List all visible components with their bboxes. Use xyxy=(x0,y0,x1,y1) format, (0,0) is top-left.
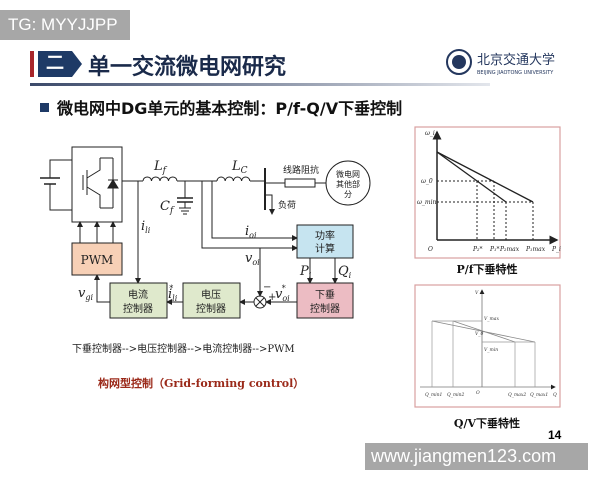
label-lf: Lf xyxy=(153,159,168,176)
title-accent-bar xyxy=(30,51,34,77)
header-divider xyxy=(30,83,490,86)
watermark-bottom: www.jiangmen123.com xyxy=(365,443,588,470)
inductor-lc-icon xyxy=(216,176,251,182)
load-arrow xyxy=(265,194,275,215)
droop-label-2: 控制器 xyxy=(310,302,340,315)
qv-droop-line-2 xyxy=(452,320,516,343)
circuit-diagram xyxy=(40,146,371,319)
qv-vmin-label: V_min xyxy=(484,347,498,353)
droop-controller-block xyxy=(296,282,354,319)
pf-chart-caption: P/f下垂特性 xyxy=(456,262,517,276)
label-cf: Cf xyxy=(160,199,175,216)
slide-subtitle: 微电网中DG单元的基本控制：P/f-Q/V下垂控制 xyxy=(40,95,402,119)
qv-droop-chart: V V_max V_0 V_min Q_min1 Q_min2 O Q_max2… xyxy=(414,284,561,430)
label-pi: Pi xyxy=(299,264,312,280)
pf-droop-chart: ω_i ω_0 ω_min O P₂* P₁* P₂max P₁max P_i … xyxy=(414,126,561,276)
label-load: 负荷 xyxy=(278,199,296,211)
label-plus: + xyxy=(268,292,276,303)
label-voi-ref: voi* xyxy=(275,284,290,303)
voltage-ctrl-label-1: 电压 xyxy=(201,288,221,301)
grid-text-2: 其他部 xyxy=(336,179,360,189)
igbt-icon xyxy=(82,157,119,209)
label-ili: ili xyxy=(141,219,151,235)
qv-x-tick-qmax2: Q_max2 xyxy=(508,392,526,398)
qv-x-label: Q xyxy=(553,392,557,398)
label-lc: LC xyxy=(231,159,248,176)
power-calc-label-2: 计算 xyxy=(315,242,335,255)
label-ili-ref: ili* xyxy=(168,284,178,303)
rest-of-microgrid xyxy=(325,160,371,206)
pf-wmin-label: ω_min xyxy=(417,199,437,206)
pf-x-tick-o: O xyxy=(428,246,433,253)
pf-y-label: ω_i xyxy=(425,130,435,137)
label-qi: Qi xyxy=(338,264,352,280)
pf-x-tick-p1: P₁* xyxy=(489,246,499,253)
inductor-lf-icon xyxy=(142,176,178,182)
current-controller-block xyxy=(109,282,168,319)
summing-junction xyxy=(253,295,267,309)
voltage-controller-block xyxy=(182,282,241,319)
label-voi: voi xyxy=(245,251,260,267)
logo-english: BEIJING JIAOTONG UNIVERSITY xyxy=(477,70,554,76)
watermark-top: TG: MYYJJPP xyxy=(0,10,130,40)
pf-x-tick-p1max: P₁max xyxy=(525,246,546,253)
pf-x-tick-p2max: P₂max xyxy=(499,246,520,253)
current-ctrl-label-1: 电流 xyxy=(128,288,148,301)
section-arrow-icon xyxy=(72,51,82,77)
qv-x-tick-o: O xyxy=(476,390,480,396)
logo-chinese: 北京交通大学 xyxy=(477,52,555,68)
pwm-block xyxy=(71,242,123,276)
droop-label-1: 下垂 xyxy=(315,289,335,301)
qv-x-tick-qmin1: Q_min1 xyxy=(425,392,442,398)
qv-y-label: V xyxy=(475,290,479,296)
label-minus: − xyxy=(263,282,271,293)
grid-text-3: 分 xyxy=(344,190,352,199)
qv-vmax-label: V_max xyxy=(484,316,499,322)
page-number: 14 xyxy=(548,428,562,442)
label-ioi: ioi xyxy=(245,224,257,240)
seal-icon xyxy=(446,49,472,75)
pf-x-label: P_i xyxy=(551,246,561,253)
voltage-ctrl-label-2: 控制器 xyxy=(196,302,226,315)
qv-x-tick-qmax1: Q_max1 xyxy=(530,392,548,398)
section-number: 二 xyxy=(38,51,72,77)
power-calc-block xyxy=(296,224,354,259)
label-line-impedance: 线路阻抗 xyxy=(283,164,319,176)
qv-v0-label: V_0 xyxy=(475,331,483,337)
subtitle-text: 微电网中DG单元的基本控制：P/f-Q/V下垂控制 xyxy=(57,99,403,118)
pf-droop-line-1 xyxy=(436,151,534,203)
qv-x-tick-qmin2: Q_min2 xyxy=(447,392,465,398)
qv-chart-caption: Q/V下垂特性 xyxy=(454,416,520,430)
capacitor-cf-icon xyxy=(177,181,193,215)
bullet-icon xyxy=(40,103,49,112)
pf-x-tick-p2: P₂* xyxy=(472,246,482,253)
line-impedance-resistor xyxy=(284,178,316,188)
pwm-label: PWM xyxy=(81,253,114,267)
grid-text-1: 微电网 xyxy=(336,169,360,179)
current-ctrl-label-2: 控制器 xyxy=(123,302,153,315)
control-sequence: 下垂控制器-->电压控制器-->电流控制器-->PWM xyxy=(72,342,295,355)
university-logo: 北京交通大学 BEIJING JIAOTONG UNIVERSITY xyxy=(446,49,555,76)
slide-title: 单一交流微电网研究 xyxy=(88,55,287,80)
label-vgi: vgi xyxy=(78,286,93,302)
pf-w0-label: ω_0 xyxy=(421,178,433,185)
grid-forming-caption: 构网型控制（Grid-forming control） xyxy=(98,376,304,390)
power-calc-label-1: 功率 xyxy=(315,229,335,242)
dc-source-icon xyxy=(40,159,72,211)
